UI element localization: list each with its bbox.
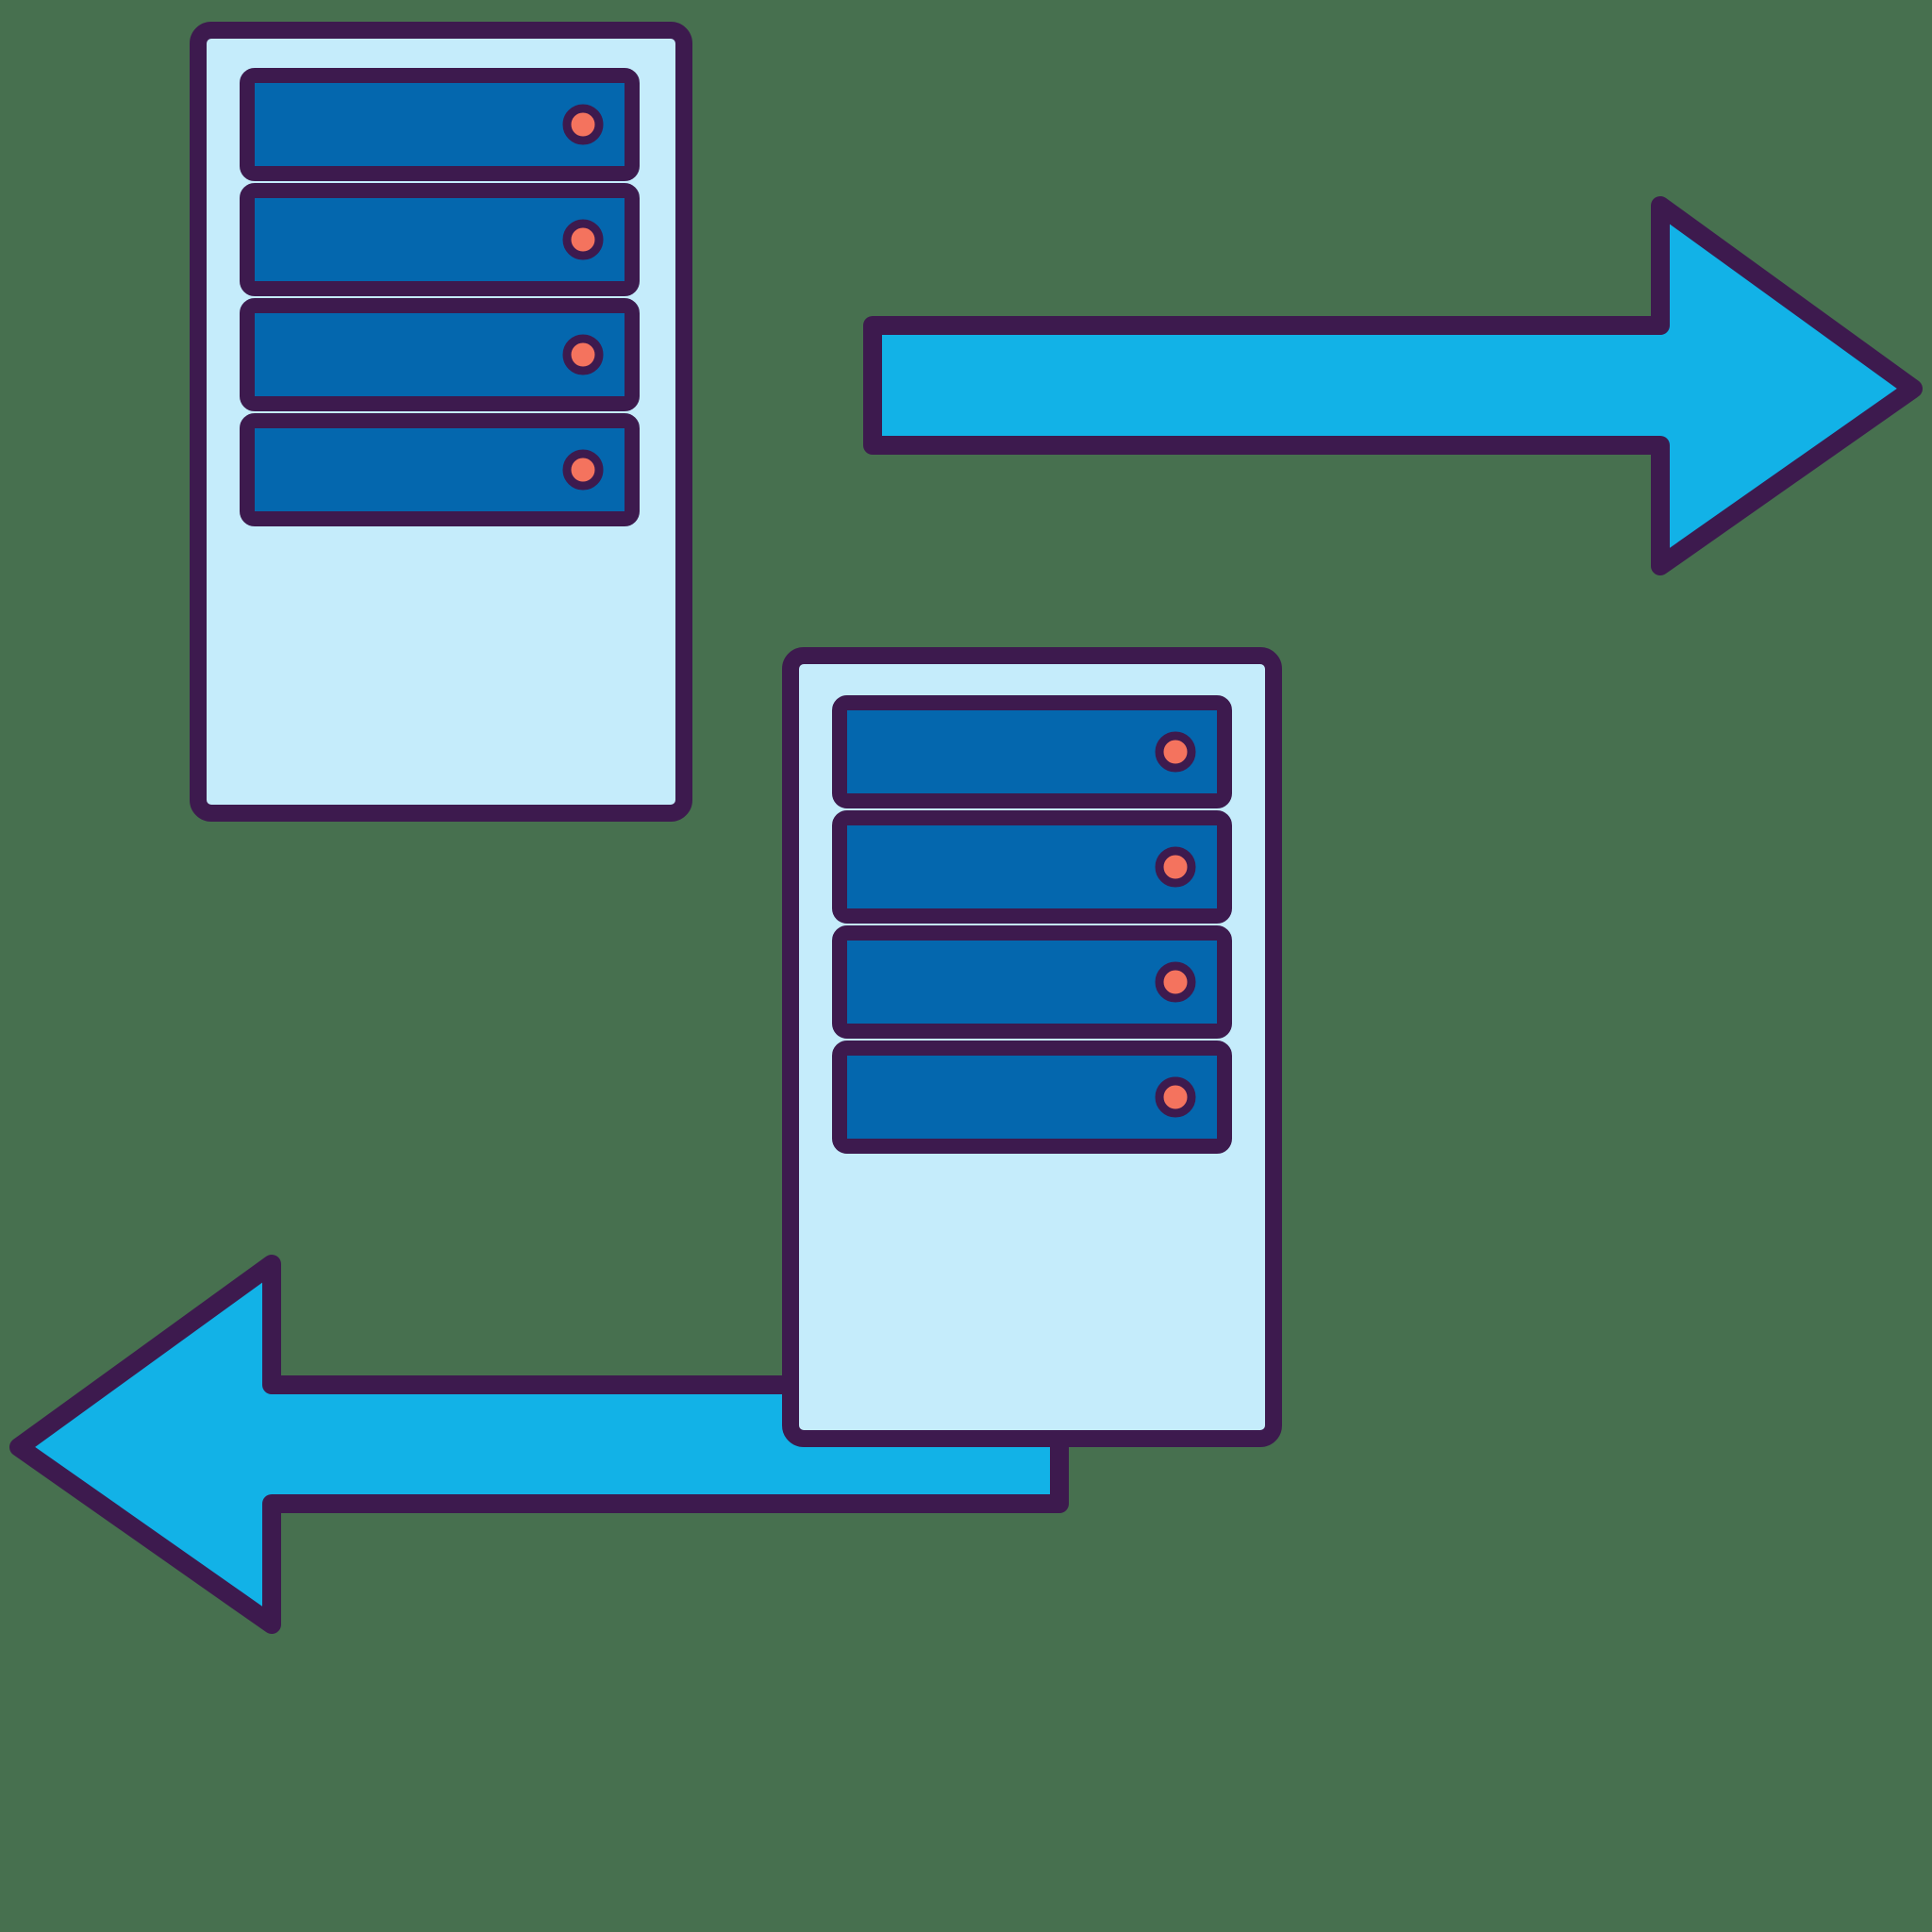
server-secondary-bay-body[interactable] xyxy=(832,925,1232,1039)
arrow-right-shape[interactable] xyxy=(863,196,1923,575)
status-led-icon xyxy=(562,334,604,375)
server-primary-bay[interactable] xyxy=(240,413,640,526)
server-secondary-bay-body[interactable] xyxy=(832,695,1232,808)
server-secondary-bay[interactable] xyxy=(832,695,1232,808)
status-led-icon xyxy=(1155,1076,1196,1118)
status-led-icon xyxy=(1155,961,1196,1003)
server-rack-secondary[interactable] xyxy=(782,647,1282,1447)
server-primary-bay[interactable] xyxy=(240,68,640,181)
server-primary-bay-body[interactable] xyxy=(240,183,640,296)
server-secondary-bay-body[interactable] xyxy=(832,1041,1232,1154)
server-rack-primary[interactable] xyxy=(190,22,692,822)
server-primary-bay-body[interactable] xyxy=(240,298,640,411)
server-primary-bay-body[interactable] xyxy=(240,413,640,526)
status-led-icon xyxy=(1155,846,1196,888)
server-primary-bay-body[interactable] xyxy=(240,68,640,181)
server-primary-bay[interactable] xyxy=(240,183,640,296)
server-primary-bay[interactable] xyxy=(240,298,640,411)
server-secondary-bay[interactable] xyxy=(832,1041,1232,1154)
status-led-icon xyxy=(562,449,604,491)
status-led-icon xyxy=(1155,731,1196,773)
arrow-left-icon[interactable] xyxy=(9,1255,1069,1634)
status-led-icon xyxy=(562,219,604,260)
server-secondary-bay-body[interactable] xyxy=(832,810,1232,924)
status-led-icon xyxy=(562,104,604,145)
arrow-left-shape[interactable] xyxy=(9,1255,1069,1634)
server-secondary-bay[interactable] xyxy=(832,810,1232,924)
server-secondary-bay[interactable] xyxy=(832,925,1232,1039)
arrow-right-icon[interactable] xyxy=(863,196,1923,575)
